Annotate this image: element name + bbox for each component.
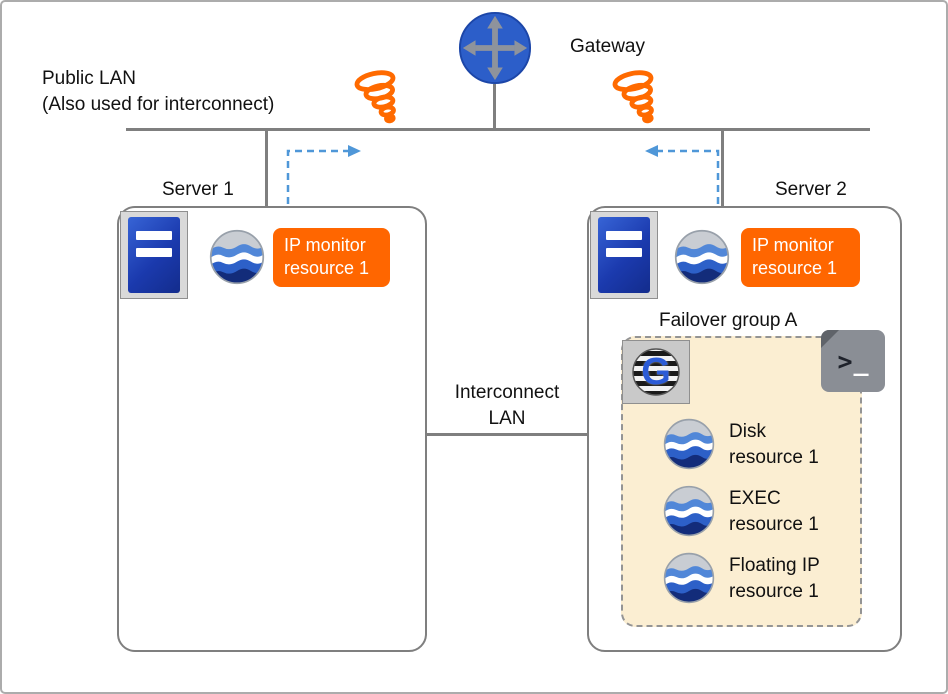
server2-stem-line — [721, 130, 724, 207]
monitor-arrow-left-path — [286, 149, 348, 204]
script-icon-fold — [821, 330, 839, 348]
script-icon-cursor: _ — [853, 346, 869, 376]
failover-group-icon: G — [622, 340, 690, 404]
interconnect-lan-label: Interconnect LAN — [454, 382, 560, 429]
disk-resource-label: Disk resource 1 — [729, 421, 819, 468]
script-icon-prompt: > — [837, 346, 853, 376]
ip-monitor-resource-badge-2: IP monitor resource 1 — [741, 228, 860, 287]
server-panel-bar — [136, 248, 172, 257]
failover-group-title: Failover group A — [659, 310, 798, 331]
script-icon: > _ — [821, 330, 885, 392]
server2-label: Server 2 — [775, 179, 847, 200]
server-panel-bar — [606, 231, 642, 240]
group-icon-letter: G — [641, 351, 671, 393]
server2-panel — [598, 217, 650, 293]
monitor-arrow-right-head — [645, 145, 658, 157]
server1-hardware-icon — [120, 211, 188, 299]
tornado-icon-left — [352, 68, 406, 132]
server2-hardware-icon — [590, 211, 658, 299]
server-panel-bar — [136, 231, 172, 240]
monitor-arrow-left-head — [348, 145, 361, 157]
tornado-icon-right — [610, 68, 664, 132]
server1-panel — [128, 217, 180, 293]
public-lan-label: Public LAN (Also used for interconnect) — [42, 68, 275, 115]
interconnect-line — [426, 433, 588, 436]
gateway-router-icon — [458, 11, 532, 85]
exec-resource-globe-icon — [663, 485, 715, 537]
public-lan-line — [126, 128, 870, 131]
server-panel-bar — [606, 248, 642, 257]
ip-monitor-globe-icon-1 — [209, 229, 265, 285]
server1-stem-line — [265, 130, 268, 207]
ip-monitor-globe-icon-2 — [674, 229, 730, 285]
monitor-arrow-right-path — [658, 149, 720, 204]
gateway-stem-line — [493, 84, 496, 130]
ip-monitor-resource-badge-1: IP monitor resource 1 — [273, 228, 390, 287]
gateway-label: Gateway — [570, 36, 645, 57]
exec-resource-label: EXEC resource 1 — [729, 488, 819, 535]
server1-label: Server 1 — [162, 179, 234, 200]
floating-ip-resource-globe-icon — [663, 552, 715, 604]
disk-resource-globe-icon — [663, 418, 715, 470]
floating-ip-resource-label: Floating IP resource 1 — [729, 555, 820, 602]
